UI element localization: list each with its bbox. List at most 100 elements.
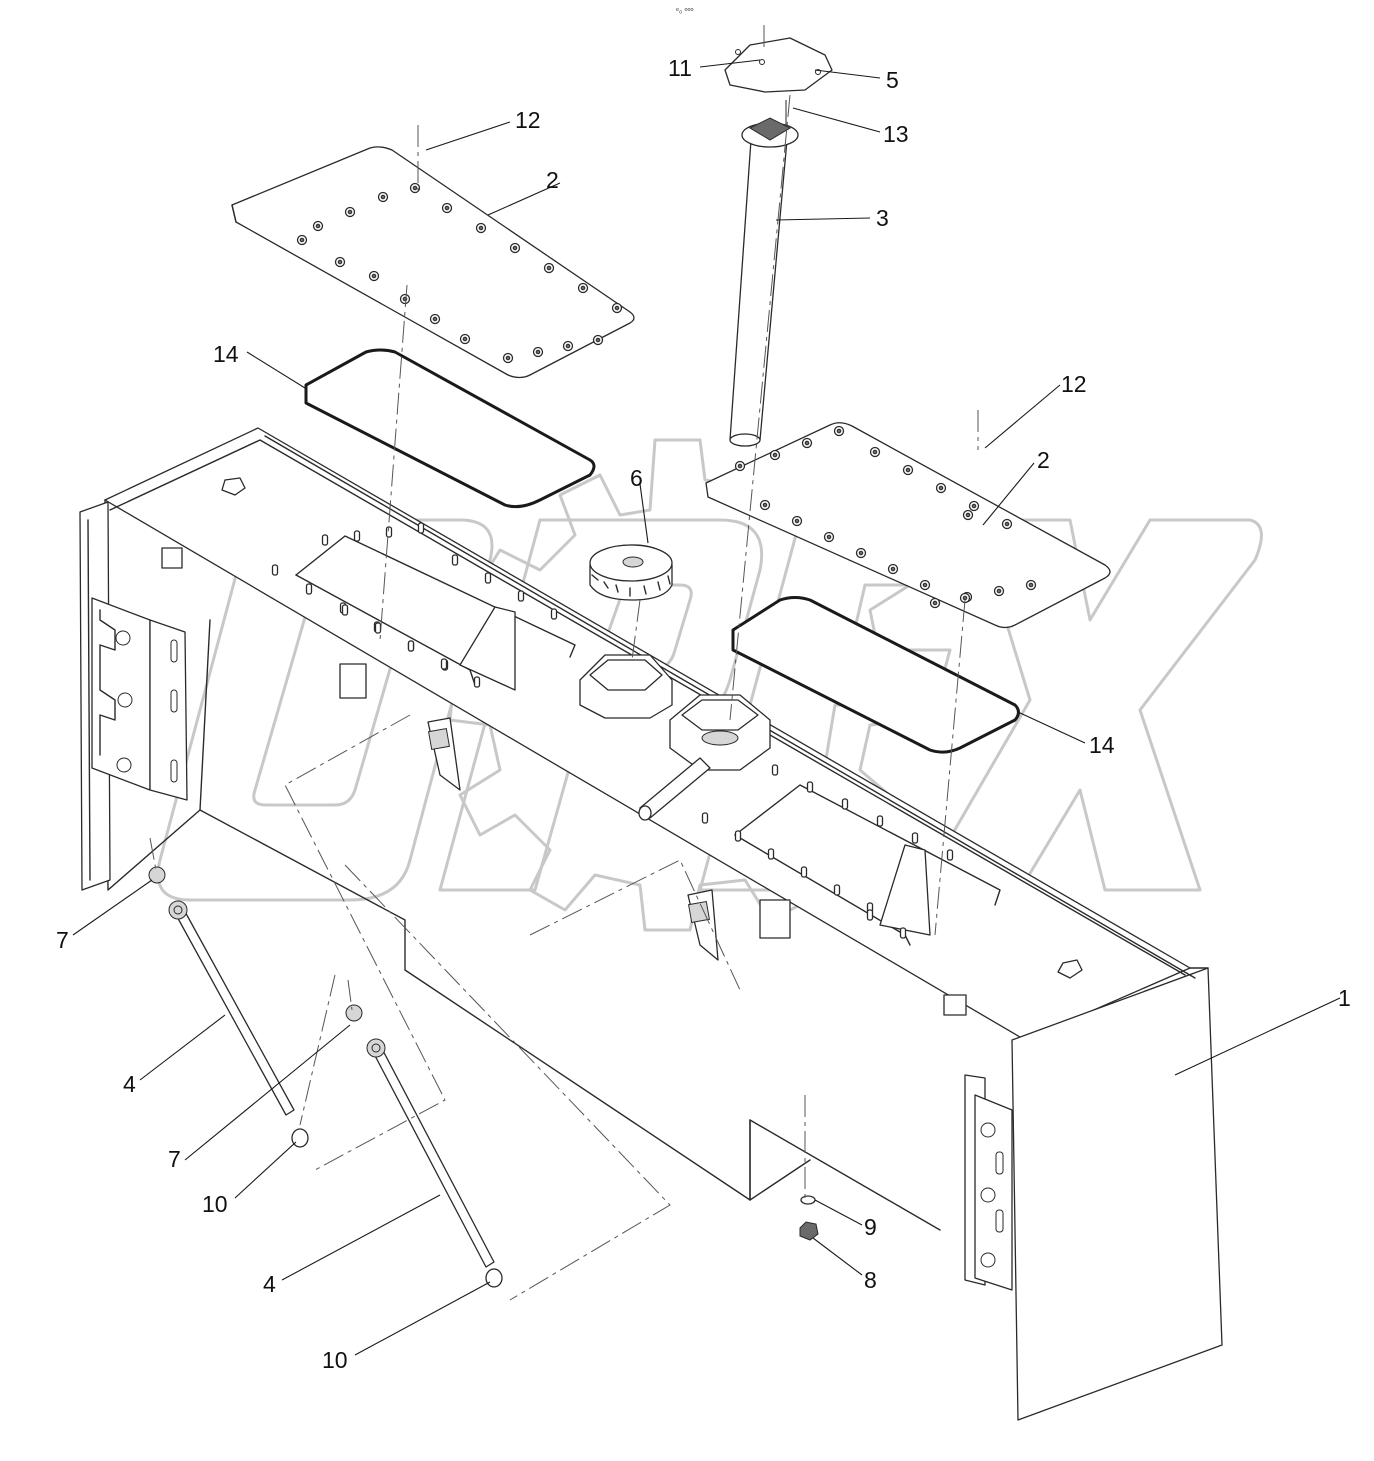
suction-tube: [729, 100, 799, 447]
cover-plate-left: [231, 146, 635, 379]
bolt-hole-center: [836, 428, 842, 434]
callout-10-lower: 10: [322, 1347, 348, 1373]
bolt-hole-center: [595, 337, 601, 343]
bolt-hole-center: [315, 223, 321, 229]
stud: [946, 849, 954, 861]
cover-plate-right: [705, 422, 1111, 629]
bolt-hole-center: [580, 285, 586, 291]
stud: [484, 572, 492, 584]
stud: [771, 764, 779, 776]
tie-rod-left: [148, 866, 309, 1148]
stud: [876, 815, 884, 827]
mount-blocks: [427, 717, 719, 961]
stud: [517, 590, 525, 602]
bolt-hole-center: [512, 245, 518, 251]
callout-4-lower: 4: [263, 1271, 276, 1297]
stud: [374, 622, 382, 634]
bolt-hole-center: [965, 512, 971, 518]
bolt-hole-center: [614, 305, 620, 311]
left-opening: [271, 522, 576, 691]
stud: [806, 781, 814, 793]
bolt-hole-center: [794, 518, 800, 524]
bolt-hole-center: [412, 185, 418, 191]
bolt-hole-center: [371, 273, 377, 279]
callout-7-lower: 7: [168, 1146, 181, 1172]
stud: [440, 658, 448, 670]
bolt-hole-center: [772, 452, 778, 458]
stud: [321, 534, 329, 546]
stud: [767, 848, 775, 860]
bolt-hole-center: [1004, 521, 1010, 527]
callout-12-right: 12: [1061, 371, 1087, 397]
stud: [451, 554, 459, 566]
stud: [911, 832, 919, 844]
bolt-hole-center: [478, 225, 484, 231]
stud: [271, 564, 279, 576]
stud: [899, 927, 907, 939]
bolt-hole-center: [535, 349, 541, 355]
callout-14-left: 14: [213, 341, 239, 367]
stud: [800, 866, 808, 878]
callout-8: 8: [864, 1267, 877, 1293]
bolt-hole-center: [996, 588, 1002, 594]
bolt-hole-center: [546, 265, 552, 271]
stud: [417, 522, 425, 534]
bolt-hole-center: [962, 595, 968, 601]
callout-11: 11: [668, 55, 692, 81]
bolt-hole-center: [444, 205, 450, 211]
bolt-hole-center: [826, 534, 832, 540]
callout-12-left: 12: [515, 107, 541, 133]
filler-neck: [579, 654, 771, 821]
filler-cap: [589, 544, 673, 601]
stud: [734, 830, 742, 842]
bolt-hole-center: [858, 550, 864, 556]
callout-2-left: 2: [546, 167, 559, 193]
callout-7-upper: 7: [56, 927, 69, 953]
drain-plug: [799, 1195, 819, 1241]
right-opening: [701, 764, 1001, 946]
bolt-hole-center: [922, 582, 928, 588]
stud: [550, 608, 558, 620]
bolt-hole-center: [872, 449, 878, 455]
stud: [385, 526, 393, 538]
gasket-right: [731, 596, 1020, 754]
stud: [341, 604, 349, 616]
bolt-hole-center: [505, 355, 511, 361]
gasket-left: [304, 348, 596, 509]
bolt-hole-center: [462, 336, 468, 342]
callout-2-right: 2: [1037, 447, 1050, 473]
bolt-hole-center: [932, 600, 938, 606]
tank-cap: [724, 37, 833, 93]
bolt-hole-center: [347, 209, 353, 215]
stud: [701, 812, 709, 824]
bolt-hole-center: [432, 316, 438, 322]
assembly-centerlines: [149, 25, 979, 1301]
stud: [305, 583, 313, 595]
bolt-hole-center: [890, 566, 896, 572]
bolt-hole-center: [804, 440, 810, 446]
bolt-hole-center: [337, 259, 343, 265]
stud: [833, 884, 841, 896]
callout-leaders: [72, 59, 1341, 1356]
callout-3: 3: [876, 205, 889, 231]
header-small-text: ᵉ₀ ᵒᵒᵒ: [676, 6, 694, 15]
callout-1: 1: [1338, 985, 1351, 1011]
callout-labels: 11 5 12 13 2 3 14 12 2 6 14 7 1 4 7 10 9…: [56, 55, 1351, 1373]
stud: [353, 530, 361, 542]
stud: [866, 909, 874, 921]
bolt-hole-center: [762, 502, 768, 508]
bolt-hole-center: [380, 194, 386, 200]
bolt-hole-center: [938, 485, 944, 491]
callout-4-upper: 4: [123, 1071, 136, 1097]
stud: [841, 798, 849, 810]
bolt-hole-center: [905, 467, 911, 473]
bolt-hole-center: [971, 503, 977, 509]
bolt-hole-center: [737, 463, 743, 469]
stud: [407, 640, 415, 652]
callout-10-upper: 10: [202, 1191, 228, 1217]
callout-6: 6: [630, 465, 643, 491]
bolt-hole-center: [299, 237, 305, 243]
bolt-hole-center: [1028, 582, 1034, 588]
bolt-hole-center: [565, 343, 571, 349]
